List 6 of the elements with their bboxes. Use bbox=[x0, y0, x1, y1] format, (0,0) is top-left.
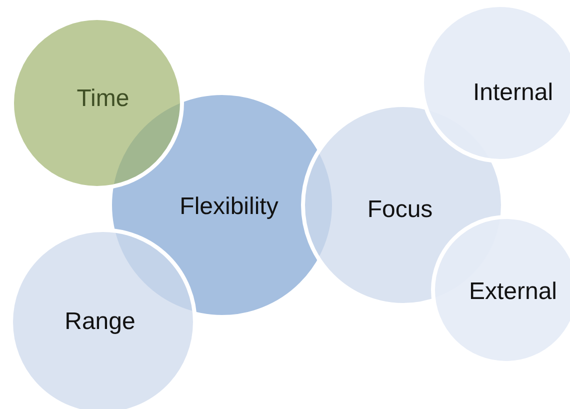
circle-label: Focus bbox=[367, 196, 433, 224]
circle-label: Internal bbox=[472, 79, 554, 107]
circle-label: External bbox=[468, 278, 558, 306]
circle-label: Range bbox=[64, 308, 136, 336]
circle-label: Time bbox=[76, 85, 130, 113]
circle-label: Flexibility bbox=[180, 193, 278, 221]
